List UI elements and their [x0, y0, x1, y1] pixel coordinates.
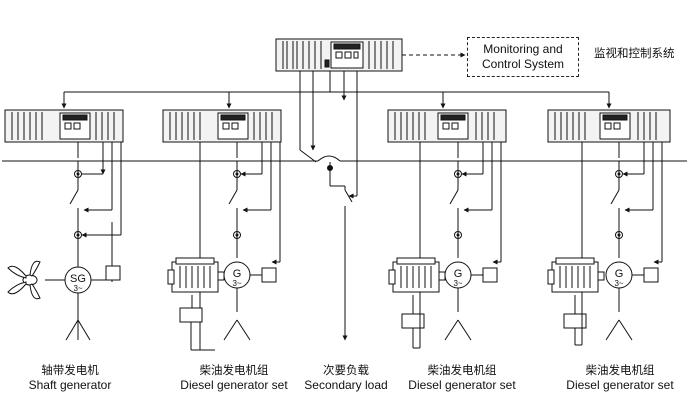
propeller-icon: [7, 260, 41, 300]
local-controller-rack: [387, 109, 507, 143]
generator-symbol: G: [233, 268, 242, 280]
unit-label-secondary-load: 次要负载 Secondary load: [296, 363, 396, 393]
unit-label-en: Shaft generator: [28, 378, 112, 392]
local-controller-rack: [162, 109, 282, 143]
diesel-engine-icon: [547, 257, 605, 293]
unit-label-en: Secondary load: [304, 378, 388, 392]
local-controller-rack: [547, 109, 671, 143]
diesel-engine-icon: [388, 257, 446, 293]
central-links: [299, 71, 358, 341]
unit-label-cn: 次要负载: [323, 363, 369, 377]
local-controller-rack: [4, 109, 124, 143]
unit-label-en: Diesel generator set: [566, 378, 674, 392]
diesel-generator-branch: [401, 142, 502, 349]
unit-label-cn: 柴油发电机组: [199, 363, 269, 377]
main-busbar: [2, 155, 687, 162]
diesel-generator-branch: [179, 142, 281, 351]
unit-label-en: Diesel generator set: [180, 378, 288, 392]
unit-label-cn: 柴油发电机组: [427, 363, 497, 377]
unit-label-cn: 轴带发电机: [41, 363, 99, 377]
unit-label-cn: 柴油发电机组: [585, 363, 655, 377]
central-controller-rack: [275, 38, 403, 72]
generator-phase: 3~: [614, 279, 623, 288]
generator-symbol: G: [454, 268, 463, 280]
shaft-generator-symbol: SG: [70, 273, 86, 285]
shaft-generator-branch: [45, 142, 122, 341]
generator-symbol: G: [615, 268, 624, 280]
unit-label-en: Diesel generator set: [408, 378, 516, 392]
unit-label-diesel-generator: 柴油发电机组 Diesel generator set: [553, 363, 687, 393]
diesel-engine-icon: [167, 257, 225, 293]
monitoring-box-line2: Control System: [481, 57, 565, 71]
generator-phase: 3~: [232, 279, 241, 288]
communication-bus: [61, 71, 612, 109]
monitoring-control-box: Monitoring and Control System: [467, 37, 579, 77]
unit-label-shaft-generator: 轴带发电机 Shaft generator: [10, 363, 130, 393]
unit-label-diesel-generator: 柴油发电机组 Diesel generator set: [167, 363, 301, 393]
monitoring-box-line1: Monitoring and: [483, 42, 563, 56]
unit-label-diesel-generator: 柴油发电机组 Diesel generator set: [395, 363, 529, 393]
generator-phase: 3~: [453, 279, 462, 288]
diesel-generator-branch: [563, 142, 663, 346]
monitoring-label-cn: 监视和控制系统: [594, 46, 675, 60]
shaft-generator-phase: 3~: [73, 284, 82, 293]
